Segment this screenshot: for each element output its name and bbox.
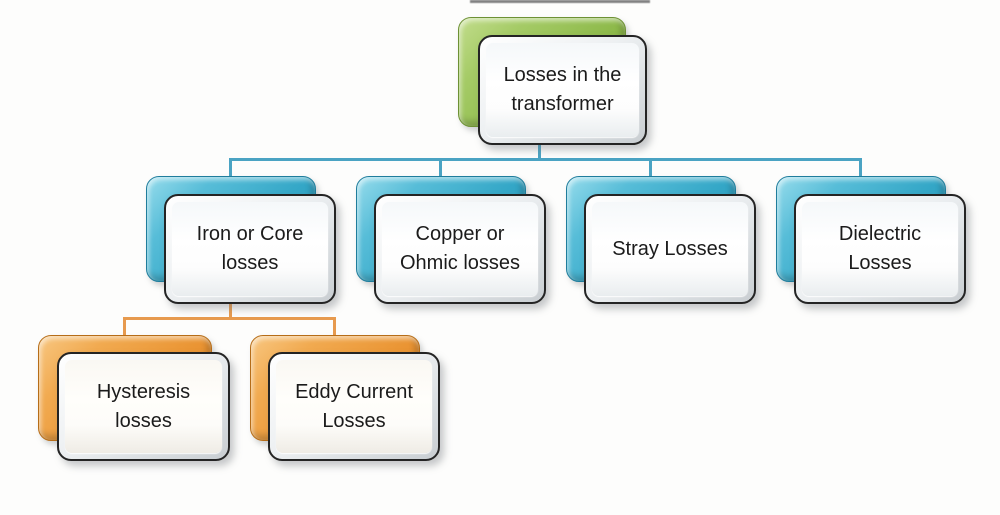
node-hysteresis-front-card: Hysteresis losses [57, 352, 230, 461]
connector-drop-hysteresis [123, 317, 126, 336]
node-stray-label: Stray Losses [612, 237, 728, 260]
connector-iron-stem [229, 303, 232, 319]
cropped-shape-artifact [470, 0, 650, 3]
connector-drop-stray [649, 158, 652, 177]
connector-drop-eddy [333, 317, 336, 336]
node-iron-label: Iron or Core losses [196, 223, 304, 274]
connector-root-stem [538, 145, 541, 160]
node-eddy-front-card: Eddy Current Losses [268, 352, 440, 461]
node-eddy-label: Eddy Current Losses [295, 380, 413, 432]
node-iron-front-card: Iron or Core losses [164, 194, 336, 304]
node-copper-label: Copper or Ohmic losses [399, 223, 521, 274]
connector-drop-dielectric [859, 158, 862, 177]
connector-root-horizontal [229, 158, 862, 161]
connector-drop-iron [229, 158, 232, 177]
connector-drop-copper [439, 158, 442, 177]
node-root-front-card: Losses in the transformer [478, 35, 647, 145]
node-stray-front-card: Stray Losses [584, 194, 756, 304]
node-root-label: Losses in the transformer [503, 64, 622, 115]
node-dielectric-label: Dielectric Losses [838, 223, 922, 274]
node-copper-front-card: Copper or Ohmic losses [374, 194, 546, 304]
node-hysteresis-label: Hysteresis losses [96, 380, 191, 432]
connector-iron-horizontal [123, 317, 336, 320]
node-dielectric-front-card: Dielectric Losses [794, 194, 966, 304]
